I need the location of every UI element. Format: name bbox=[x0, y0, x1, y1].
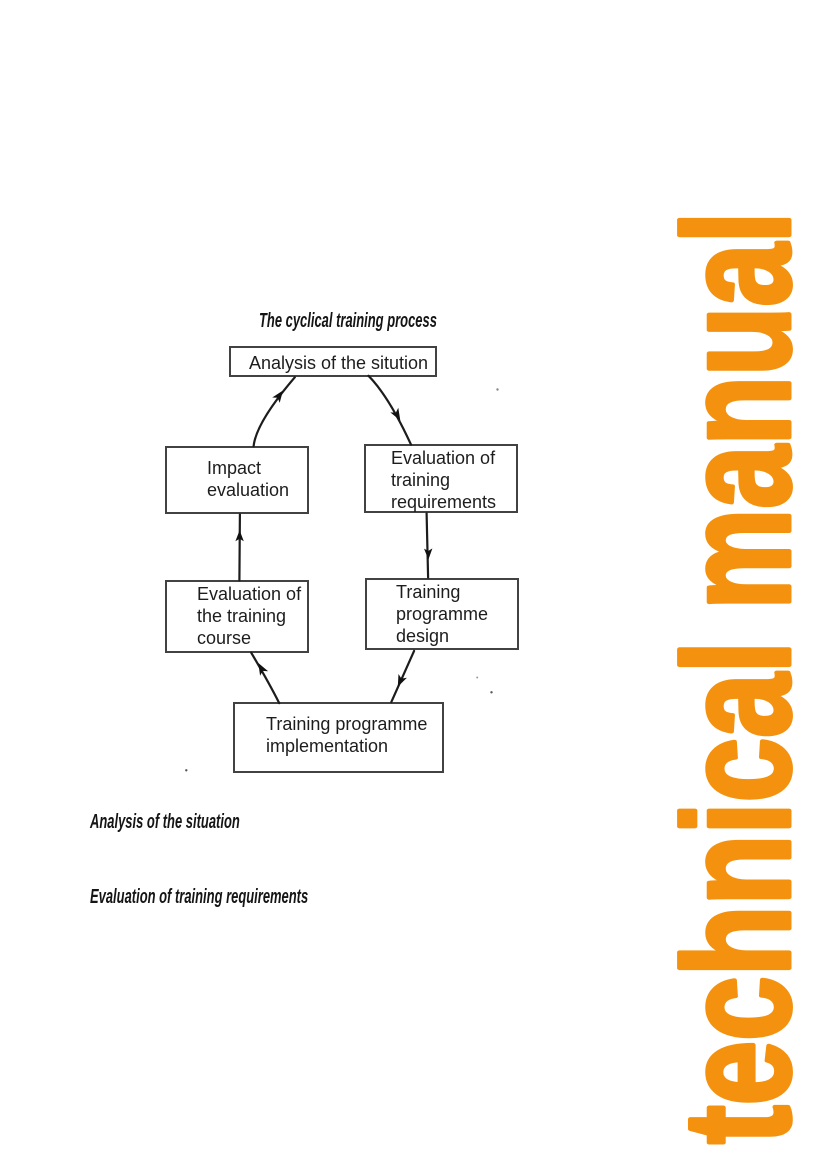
svg-text:technical: technical bbox=[652, 641, 821, 1144]
svg-text:manual: manual bbox=[652, 212, 821, 610]
